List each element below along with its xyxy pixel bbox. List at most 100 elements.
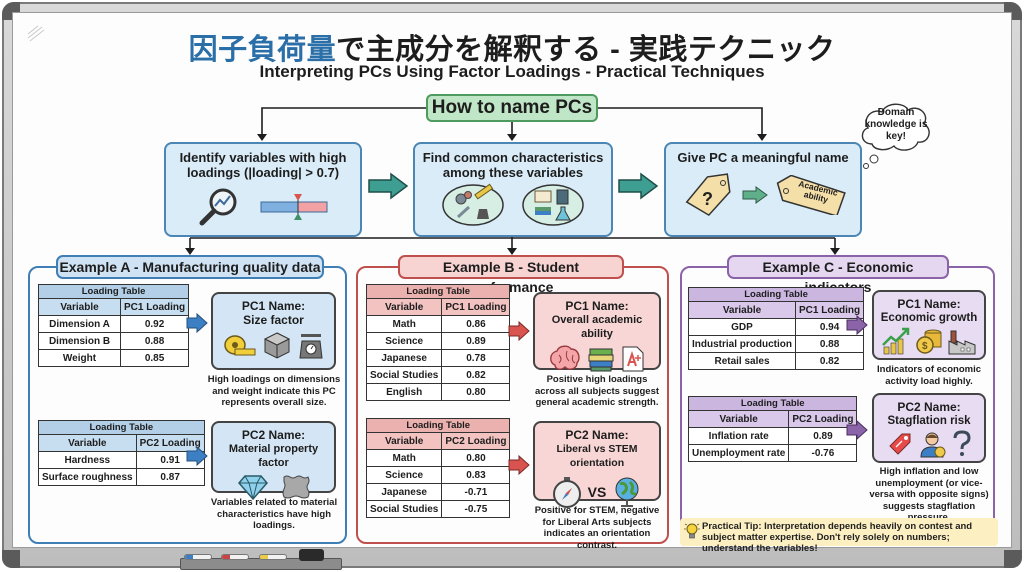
loading-cell: 0.88 — [119, 332, 190, 350]
step-label: Give PC a meaningful name — [677, 150, 849, 165]
column-header: Variable — [38, 434, 137, 452]
pc2-description-c: High inflation and low unemployment (or … — [869, 466, 989, 523]
pc-name-title: PC1 Name: — [241, 299, 306, 313]
column-header: PC1 Loading — [119, 298, 190, 316]
table-caption: Loading Table — [687, 396, 858, 411]
pc1-name-box-c: PC1 Name: Economic growth $ — [872, 290, 986, 360]
red-arrow-icon — [508, 455, 530, 475]
globe-icon — [615, 477, 639, 507]
arrowhead-icon — [830, 248, 840, 255]
variable-cell: Dimension A — [38, 315, 121, 333]
variable-cell: Social Studies — [365, 366, 443, 384]
loading-cell: 0.80 — [441, 449, 511, 467]
loading-cell: 0.82 — [441, 366, 511, 384]
variable-cell: Science — [365, 332, 443, 350]
step-label: Identify variables with high loadings (|… — [179, 150, 347, 180]
blue-arrow-icon — [186, 446, 208, 466]
blue-arrow-icon — [186, 313, 208, 333]
loading-cell: 0.85 — [119, 349, 190, 367]
svg-text:$: $ — [922, 341, 928, 352]
loading-cell: 0.87 — [135, 468, 205, 486]
step-give-name: Give PC a meaningful name ? Academic abi… — [664, 142, 862, 237]
variable-cell: Weight — [38, 349, 121, 367]
page-title: 因子負荷量で主成分を解釈する - 実践テクニック — [0, 26, 1024, 68]
example-b-title: Example B - Student performance — [398, 255, 624, 295]
variable-cell: Japanese — [365, 349, 443, 367]
column-header: PC2 Loading — [441, 432, 511, 450]
arrowhead-icon — [185, 248, 195, 255]
pc1-name-box-b: PC1 Name: Overall academic ability — [533, 292, 661, 372]
page-subtitle: Interpreting PCs Using Factor Loadings -… — [259, 62, 765, 81]
eraser[interactable] — [299, 549, 324, 561]
growth-chart-icon — [882, 327, 910, 355]
loading-cell: 0.82 — [794, 352, 865, 370]
pc-name: Overall academic ability — [551, 314, 643, 340]
price-tag-icon — [889, 433, 911, 455]
pc-name-title: PC2 Name: — [565, 428, 629, 442]
variable-cell: Dimension B — [38, 332, 121, 350]
step-find-common: Find common characteristics among these … — [413, 142, 613, 237]
magnifier-icon — [199, 188, 237, 226]
table-caption: Loading Table — [37, 284, 190, 299]
column-header: Variable — [365, 432, 443, 450]
pc-name: Liberal vs STEM orientation — [556, 443, 638, 469]
pc2-name-box-c: PC2 Name: Stagflation risk — [872, 393, 986, 463]
arrowhead-icon — [257, 134, 267, 141]
pc1-description-b: Positive high loadings across all subjec… — [534, 374, 660, 408]
variable-cell: English — [365, 383, 443, 401]
pc2-description-b: Positive for STEM, negative for Liberal … — [534, 505, 660, 551]
red-marker[interactable] — [221, 554, 249, 560]
pc-name-title: PC1 Name: — [897, 297, 961, 311]
named-tag-icon: Academic ability — [774, 175, 846, 215]
pc2-name-box-a: PC2 Name: Material property factor — [211, 421, 336, 500]
thought-text: Domain knowledge is key! — [864, 107, 928, 142]
table-row: Social Studies-0.75 — [365, 500, 511, 518]
tag-question: ? — [702, 189, 713, 209]
small-arrow-icon — [742, 186, 768, 204]
table-caption: Loading Table — [365, 418, 511, 433]
pc-name: Stagflation risk — [887, 415, 971, 427]
table-caption: Loading Table — [687, 287, 865, 302]
question-mark-icon — [953, 430, 971, 456]
loading-cell: 0.83 — [441, 466, 511, 484]
yellow-marker[interactable] — [259, 554, 287, 560]
variable-cell: Science — [365, 466, 443, 484]
loading-cell: 0.80 — [441, 383, 511, 401]
loading-cell: 0.92 — [119, 315, 190, 333]
flow-arrow-icon — [618, 172, 659, 200]
pc1-description-c: Indicators of economic activity load hig… — [877, 364, 981, 387]
pc-name: Size factor — [243, 313, 304, 327]
variable-cell: Retail sales — [688, 352, 796, 370]
tape-measure-icon — [223, 335, 255, 356]
frame-corner — [1004, 550, 1022, 568]
tip-text: Practical Tip: Interpretation depends he… — [702, 521, 973, 554]
variable-cell: Japanese — [365, 483, 443, 501]
compass-icon — [552, 477, 581, 508]
step-label: Find common characteristics among these … — [422, 150, 604, 180]
pc-name: Material property factor — [228, 443, 319, 469]
variable-cell: Social Studies — [365, 500, 443, 518]
blue-marker[interactable] — [184, 554, 212, 560]
loading-cell: -0.71 — [441, 483, 511, 501]
loading-cell: -0.76 — [788, 444, 858, 462]
subjects-group-icon — [522, 184, 584, 226]
cube-icon — [263, 332, 290, 359]
title-rest: で主成分を解釈する - 実践テクニック — [336, 34, 836, 66]
variable-cell: Math — [365, 449, 443, 467]
